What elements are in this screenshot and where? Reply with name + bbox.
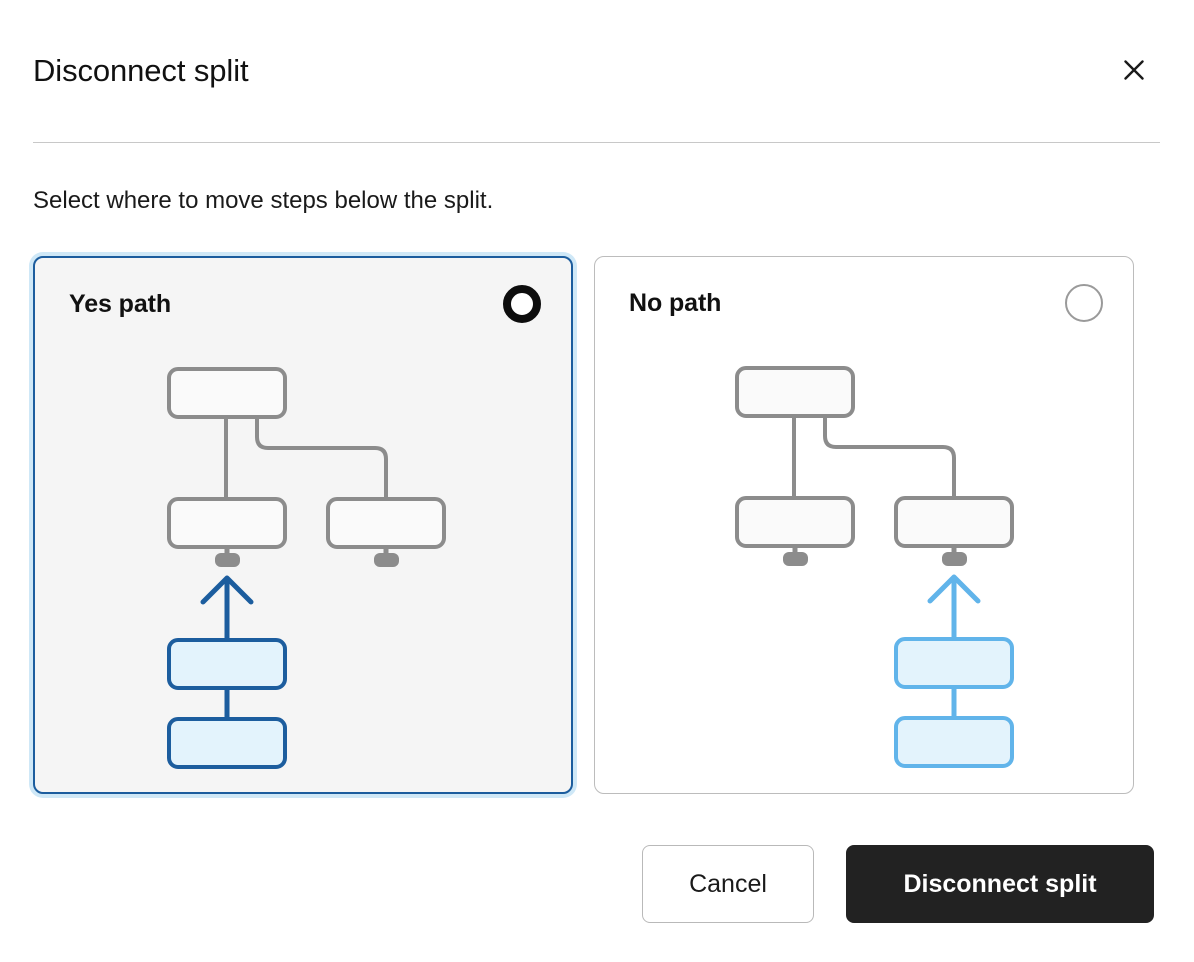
option-card-no-path[interactable]: No path: [594, 256, 1134, 794]
disconnect-split-button[interactable]: Disconnect split: [846, 845, 1154, 923]
option-card-header-yes-path: Yes path: [35, 258, 571, 350]
diagram-no-path: [595, 343, 1133, 793]
path-option-group: Yes path: [30, 252, 1155, 798]
option-label-no-path: No path: [629, 288, 722, 317]
option-card-header-no-path: No path: [595, 257, 1133, 349]
dialog-footer: Cancel Disconnect split: [33, 845, 1154, 925]
page-title: Disconnect split: [33, 53, 249, 89]
option-label-yes-path: Yes path: [69, 289, 172, 318]
cancel-button[interactable]: Cancel: [642, 845, 814, 923]
close-button[interactable]: [1114, 51, 1154, 91]
header-divider: [33, 142, 1160, 143]
option-card-yes-path[interactable]: Yes path: [33, 256, 573, 794]
diagram-yes-path: [35, 344, 571, 794]
radio-yes-path[interactable]: [503, 285, 541, 323]
radio-no-path[interactable]: [1065, 284, 1103, 322]
dialog-header: Disconnect split: [33, 40, 1154, 102]
instruction-text: Select where to move steps below the spl…: [33, 187, 494, 214]
close-icon: [1119, 55, 1149, 88]
